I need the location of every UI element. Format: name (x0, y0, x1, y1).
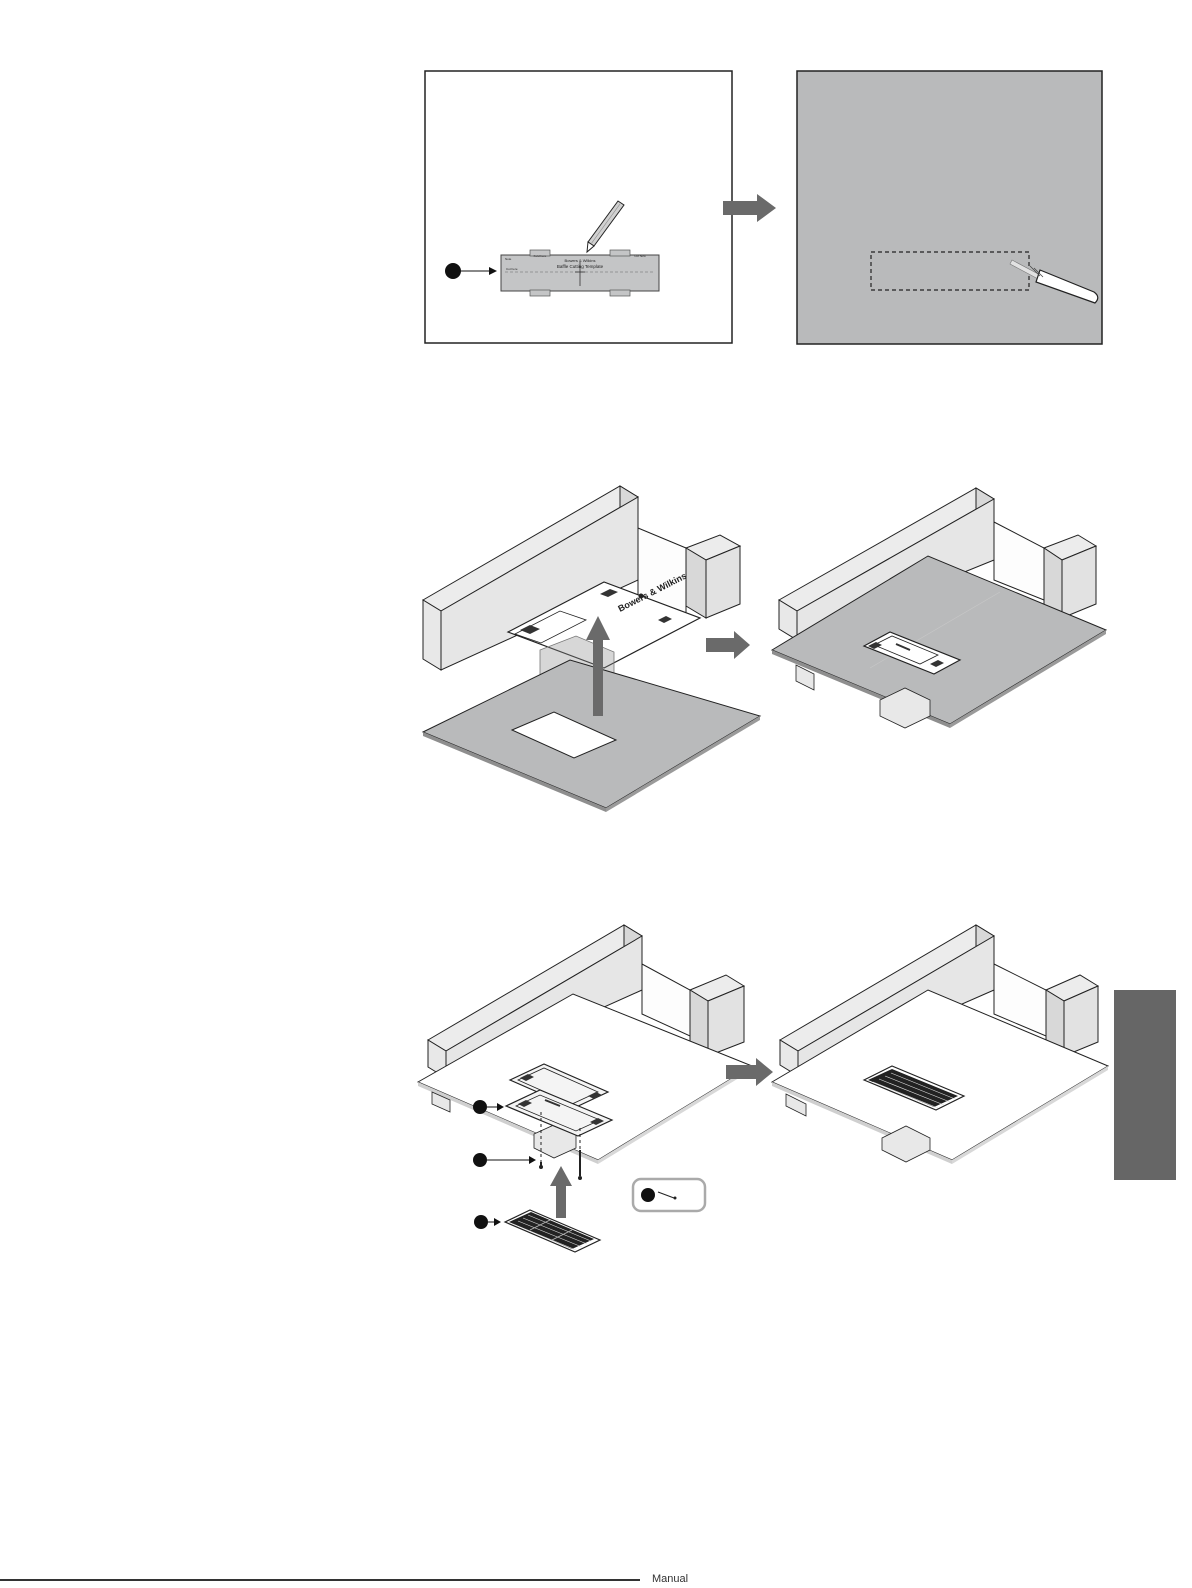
cutting-template: Bowers & Wilkins Baffle Cutting Template… (501, 250, 659, 296)
step1-cut-ceiling-panel (797, 71, 1102, 344)
step3-fit-grille (418, 925, 752, 1252)
template-title: Baffle Cutting Template (557, 264, 604, 269)
section-tab (1114, 990, 1176, 1180)
pin-legend (633, 1179, 705, 1211)
step2-arrow (706, 631, 750, 659)
template-fold-label: Fold here (534, 254, 547, 258)
step1-mark-template-panel: Bowers & Wilkins Baffle Cutting Template… (425, 71, 732, 343)
template-cut-right: Cut here (634, 254, 646, 258)
template-corner-note: Note (505, 257, 512, 261)
callout-pin (473, 1153, 536, 1167)
footer-text: Manual (652, 1573, 688, 1585)
footer-rule (0, 1579, 640, 1581)
template-brand: Bowers & Wilkins (565, 258, 596, 263)
template-cut-left: Cut here (506, 267, 518, 271)
callout-grille (474, 1215, 501, 1229)
step3-finished (772, 925, 1108, 1164)
step2-installed-bracket (772, 488, 1106, 728)
grille (505, 1210, 600, 1252)
